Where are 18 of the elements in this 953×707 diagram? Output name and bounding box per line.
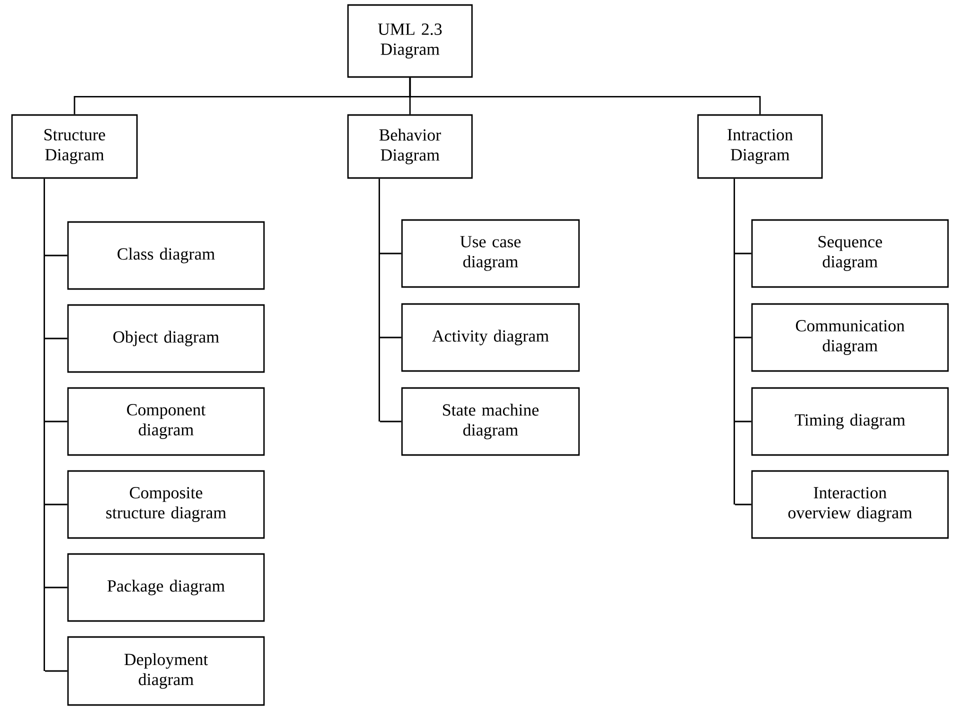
diagram-box: Communication diagram	[751, 303, 949, 372]
diagram-box: Intraction Diagram	[697, 114, 823, 179]
diagram-box: Object diagram	[67, 304, 265, 373]
diagram-box: Class diagram	[67, 221, 265, 290]
diagram-box: Sequence diagram	[751, 219, 949, 288]
diagram-box: State machine diagram	[401, 387, 580, 456]
diagram-box: UML 2.3 Diagram	[347, 4, 473, 78]
diagram-box: Component diagram	[67, 387, 265, 456]
diagram-box: Behavior Diagram	[347, 114, 473, 179]
diagram-box: Deployment diagram	[67, 636, 265, 706]
diagram-box: Timing diagram	[751, 387, 949, 456]
diagram-box: Use case diagram	[401, 219, 580, 288]
diagram-box: Interaction overview diagram	[751, 470, 949, 539]
diagram-box: Package diagram	[67, 553, 265, 622]
diagram-box: Activity diagram	[401, 303, 580, 372]
diagram-box: Structure Diagram	[11, 114, 138, 179]
connector-line	[409, 78, 761, 114]
diagram-box: Composite structure diagram	[67, 470, 265, 539]
